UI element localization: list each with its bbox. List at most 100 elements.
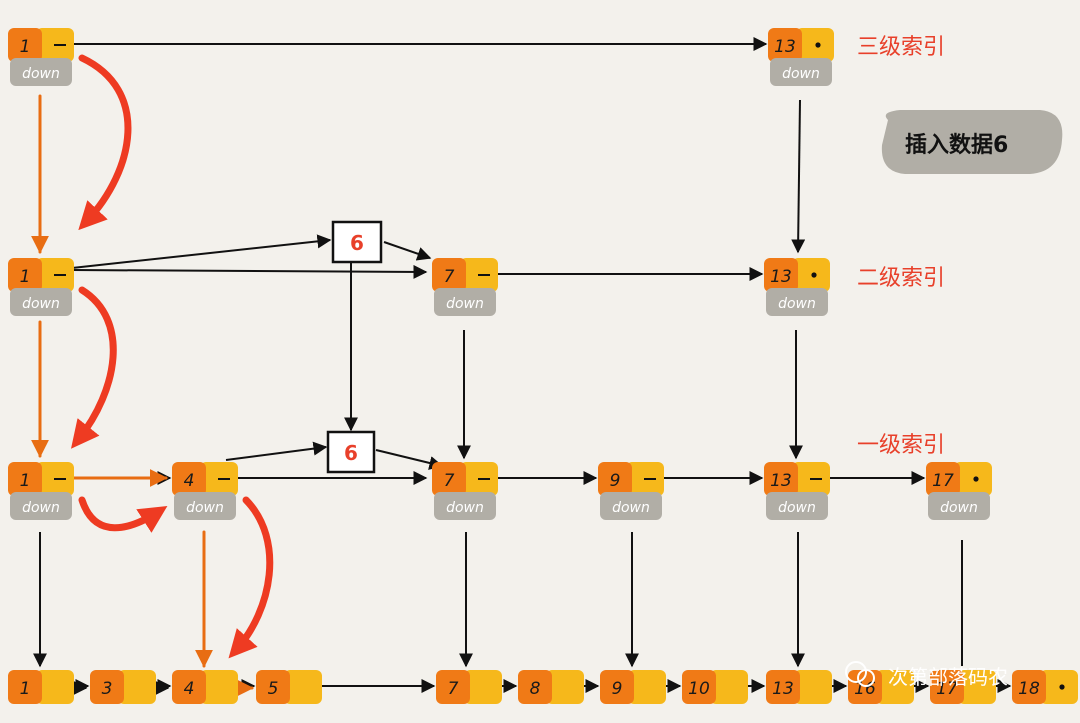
node-value-cell <box>518 670 552 704</box>
down-pointer-cell <box>766 288 828 316</box>
node-value: 3 <box>102 679 113 699</box>
link-arrow <box>71 234 332 269</box>
node-next-cell <box>958 670 996 704</box>
node-next-cell <box>792 258 830 292</box>
node-base-7: 7 <box>436 670 502 704</box>
node-value-cell <box>172 670 206 704</box>
link-arrow <box>375 449 444 470</box>
node-value: 13 <box>772 679 794 699</box>
down-label: down <box>446 500 484 516</box>
node-value: 13 <box>770 471 792 491</box>
down-label: down <box>22 296 60 312</box>
down-label: down <box>778 296 816 312</box>
node-base-9: 9 <box>600 670 666 704</box>
down-pointer-cell <box>600 492 662 520</box>
down-label: down <box>612 500 650 516</box>
down-pointer-cell <box>10 492 72 520</box>
node-value-cell <box>1012 670 1046 704</box>
node-level2-7: 7 down <box>432 258 498 316</box>
node-next-cell <box>876 670 914 704</box>
down-pointer-cell <box>174 492 236 520</box>
node-value-cell <box>432 258 466 292</box>
node-next-cell <box>118 670 156 704</box>
node-value-cell <box>8 670 42 704</box>
null-pointer-dot <box>811 272 817 278</box>
node-value-cell <box>930 670 964 704</box>
new-node-level1: 6 <box>326 430 376 474</box>
node-value-cell <box>8 258 42 292</box>
node-value-cell <box>8 462 42 496</box>
link-arrow <box>71 264 428 279</box>
node-value: 7 <box>448 679 459 699</box>
red-arrow-l3-l2 <box>78 54 132 231</box>
link-arrow <box>791 99 806 254</box>
null-pointer-dot <box>973 476 979 482</box>
insert-note-text: 插入数据6 <box>905 132 1008 158</box>
node-level3-13: 13 down <box>768 28 834 86</box>
down-label: down <box>446 296 484 312</box>
link-arrow <box>383 241 432 261</box>
node-next-cell <box>284 670 322 704</box>
node-value-cell <box>256 670 290 704</box>
node-value-cell <box>768 28 802 62</box>
node-next-cell <box>796 28 834 62</box>
node-next-cell <box>36 670 74 704</box>
node-next-cell <box>464 670 502 704</box>
down-pointer-cell <box>434 288 496 316</box>
node-level1-7: 7 down <box>432 462 498 520</box>
node-next-cell <box>954 462 992 496</box>
node-value-cell <box>682 670 716 704</box>
node-value: 13 <box>770 267 792 287</box>
nodes-layer: 1down13down1down7down13down1down4down7do… <box>8 28 1078 704</box>
down-pointer-cell <box>928 492 990 520</box>
link-arrow <box>225 441 328 461</box>
down-label: down <box>782 66 820 82</box>
down-pointer-cell <box>10 288 72 316</box>
node-value: 10 <box>688 679 710 699</box>
node-base-4: 4 <box>172 670 238 704</box>
red-arrow-l2-l1 <box>71 286 117 449</box>
node-base-10: 10 <box>682 670 748 704</box>
node-value: 9 <box>612 679 623 699</box>
node-value: 13 <box>774 37 796 57</box>
null-pointer-dot <box>1059 684 1065 690</box>
node-next-cell <box>628 670 666 704</box>
node-value: 7 <box>444 267 455 287</box>
node-value: 17 <box>932 471 954 491</box>
node-next-cell <box>710 670 748 704</box>
node-value: 4 <box>184 471 195 491</box>
node-base-8: 8 <box>518 670 584 704</box>
node-value: 1 <box>20 267 31 287</box>
node-value: 18 <box>1018 679 1040 699</box>
node-value: 17 <box>936 679 958 699</box>
node-value-cell <box>8 28 42 62</box>
node-value: 4 <box>184 679 195 699</box>
node-value-cell <box>172 462 206 496</box>
watermark: 次第部落码农 <box>845 661 1008 689</box>
node-value: 7 <box>444 471 455 491</box>
node-value-cell <box>598 462 632 496</box>
down-pointer-cell <box>10 58 72 86</box>
links-layer <box>31 37 1012 697</box>
new-node-level1-value: 6 <box>344 441 358 465</box>
null-pointer-dot <box>815 42 821 48</box>
node-value-cell <box>764 258 798 292</box>
node-value-cell <box>926 462 960 496</box>
level1-label: 一级索引 <box>857 433 945 458</box>
down-label: down <box>186 500 224 516</box>
node-base-13: 13 <box>766 670 832 704</box>
node-level1-17: 17 down <box>926 462 992 520</box>
node-value-cell <box>432 462 466 496</box>
node-value: 1 <box>20 471 31 491</box>
node-level2-13: 13 down <box>764 258 830 316</box>
insert-note: 插入数据6 <box>881 110 1063 174</box>
node-value: 1 <box>20 37 31 57</box>
down-pointer-cell <box>770 58 832 86</box>
level3-label: 三级索引 <box>857 35 945 60</box>
down-label: down <box>940 500 978 516</box>
node-value-cell <box>600 670 634 704</box>
